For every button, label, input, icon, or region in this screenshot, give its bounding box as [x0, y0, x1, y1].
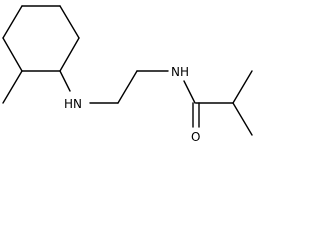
ring-bond: [59, 5, 80, 39]
ring-bond: [2, 5, 23, 39]
methyl-bond: [2, 70, 23, 104]
ch-to-methyl-up: [232, 70, 253, 104]
ch-to-methyl-down: [232, 102, 253, 136]
ring-bond: [59, 37, 80, 72]
ring-bond: [2, 37, 23, 72]
amide-nh-label: NH: [171, 65, 189, 79]
carbonyl-o-label: O: [191, 130, 200, 144]
ethylene-bond: [117, 70, 138, 104]
cyclohexane-ring: [2, 5, 80, 72]
molecule-diagram: HN NH O: [2, 5, 253, 144]
ring-to-amine-bond: [59, 70, 71, 92]
amine-nh-label: HN: [64, 97, 82, 111]
amide-to-carbonyl-bond: [183, 80, 196, 104]
